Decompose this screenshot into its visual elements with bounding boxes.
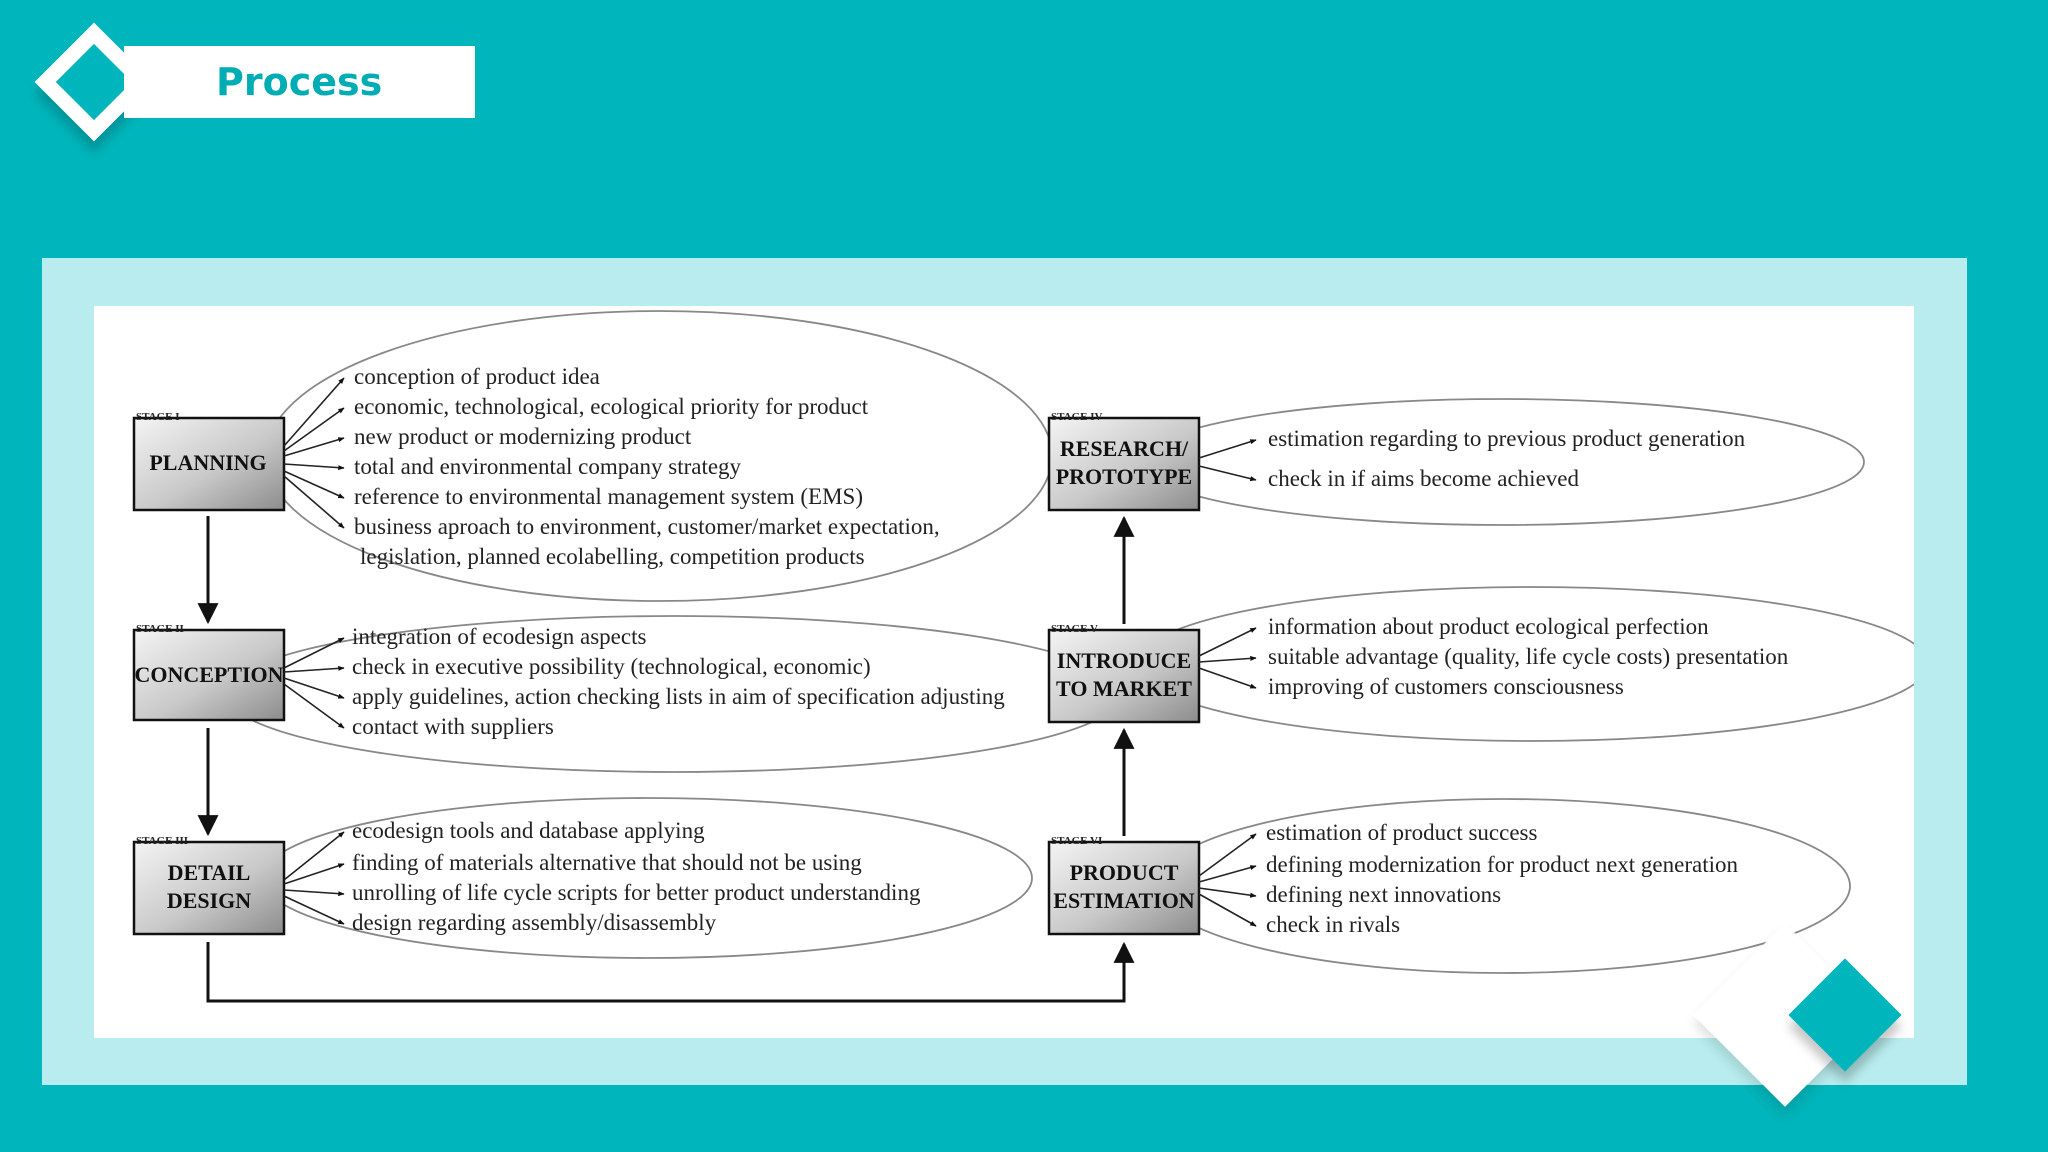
stage-title: TO MARKET xyxy=(1056,676,1192,701)
stage-introduce-to-market: STAGE V INTRODUCE TO MARKET xyxy=(1047,623,1201,724)
stage-product-estimation: STAGE VI PRODUCT ESTIMATION xyxy=(1047,835,1201,936)
estimation-note: defining modernization for product next … xyxy=(1266,852,1738,877)
stage-research-prototype: STAGE IV RESEARCH/ PROTOTYPE xyxy=(1047,411,1201,512)
detail-design-note: finding of materials alternative that sh… xyxy=(352,850,862,875)
arrow-detail-design-to-estimation xyxy=(206,941,1135,1003)
detail-design-note: design regarding assembly/disassembly xyxy=(352,910,717,935)
stage-tag: STAGE V xyxy=(1051,623,1098,635)
conception-note: apply guidelines, action checking lists … xyxy=(352,684,1005,709)
stage-tag: STAGE VI xyxy=(1051,835,1102,847)
estimation-note: defining next innovations xyxy=(1266,882,1501,907)
estimation-notes: estimation of product success defining m… xyxy=(1198,820,1738,937)
research-note: check in if aims become achieved xyxy=(1268,466,1579,491)
detail-design-notes: ecodesign tools and database applying fi… xyxy=(283,818,921,935)
planning-note: economic, technological, ecological prio… xyxy=(354,394,869,419)
planning-notes: conception of product idea economic, tec… xyxy=(283,364,940,569)
market-note: suitable advantage (quality, life cycle … xyxy=(1268,644,1789,669)
planning-note: total and environmental company strategy xyxy=(354,454,742,479)
stage-title: DETAIL xyxy=(168,860,251,885)
planning-note: new product or modernizing product xyxy=(354,424,692,449)
market-note: information about product ecological per… xyxy=(1268,614,1709,639)
detail-design-note: unrolling of life cycle scripts for bett… xyxy=(352,880,921,905)
detail-design-note: ecodesign tools and database applying xyxy=(352,818,705,843)
research-notes: estimation regarding to previous product… xyxy=(1198,426,1746,491)
market-note: improving of customers consciousness xyxy=(1268,674,1624,699)
planning-note: business aproach to environment, custome… xyxy=(354,514,940,539)
stage-title: PRODUCT xyxy=(1070,860,1179,885)
planning-note: reference to environmental management sy… xyxy=(354,484,863,509)
stage-title: RESEARCH/ xyxy=(1060,436,1189,461)
planning-note: conception of product idea xyxy=(354,364,600,389)
estimation-note: estimation of product success xyxy=(1266,820,1538,845)
conception-note: contact with suppliers xyxy=(352,714,554,739)
title-banner: Process xyxy=(124,46,475,118)
estimation-note: check in rivals xyxy=(1266,912,1400,937)
conception-notes: integration of ecodesign aspects check i… xyxy=(283,624,1005,739)
stage-title: CONCEPTION xyxy=(134,662,283,687)
conception-note: check in executive possibility (technolo… xyxy=(352,654,871,679)
page-title: Process xyxy=(216,60,383,104)
process-diagram: STAGE I PLANNING STAGE II CONCEPTION STA… xyxy=(132,310,1914,1003)
diagram-sheet: STAGE I PLANNING STAGE II CONCEPTION STA… xyxy=(94,306,1914,1038)
stage-tag: STAGE II xyxy=(136,623,184,635)
stage-tag: STAGE III xyxy=(136,835,188,847)
conception-note: integration of ecodesign aspects xyxy=(352,624,646,649)
stage-title: ESTIMATION xyxy=(1053,888,1195,913)
stage-planning: STAGE I PLANNING xyxy=(132,411,286,512)
planning-note: legislation, planned ecolabelling, compe… xyxy=(360,544,865,569)
stage-title: PROTOTYPE xyxy=(1056,464,1193,489)
stage-tag: STAGE I xyxy=(136,411,180,423)
stage-detail-design: STAGE III DETAIL DESIGN xyxy=(132,835,286,936)
stage-title: INTRODUCE xyxy=(1057,648,1191,673)
market-notes: information about product ecological per… xyxy=(1198,614,1789,699)
stage-conception: STAGE II CONCEPTION xyxy=(132,623,286,722)
stage-tag: STAGE IV xyxy=(1051,411,1103,423)
research-note: estimation regarding to previous product… xyxy=(1268,426,1746,451)
stage-title: DESIGN xyxy=(167,888,251,913)
stage-title: PLANNING xyxy=(149,450,266,475)
research-notes-ellipse xyxy=(1139,398,1865,526)
